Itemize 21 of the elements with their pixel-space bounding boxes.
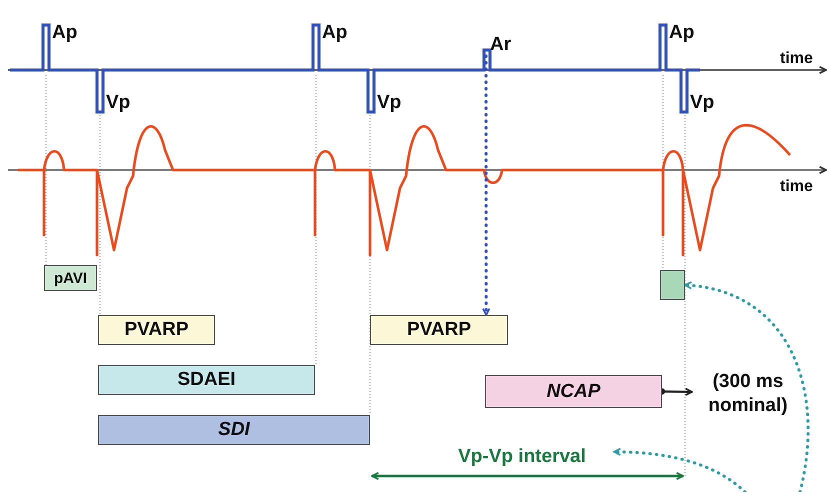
interval-bar bbox=[660, 270, 685, 300]
pulse-label: Ap bbox=[322, 22, 348, 44]
axis-label: time bbox=[780, 49, 813, 69]
pulse-label: Vp bbox=[377, 92, 402, 114]
dotted-arrow bbox=[612, 448, 746, 492]
interval-bar: NCAP bbox=[485, 375, 662, 408]
interval-label: Vp-Vp interval bbox=[430, 444, 614, 470]
annotation-text: (300 ms nominal) bbox=[692, 368, 804, 420]
event-label: Ar bbox=[480, 34, 520, 56]
dotted-arrow bbox=[482, 54, 490, 316]
pulse-label: Ap bbox=[52, 22, 78, 44]
interval-bar: SDI bbox=[98, 415, 370, 445]
interval-bar: PVARP bbox=[98, 315, 215, 345]
interval-bar: PVARP bbox=[370, 315, 508, 345]
pulse-label: Vp bbox=[106, 92, 130, 114]
interval-bar: pAVI bbox=[44, 265, 97, 291]
pulse-label: Vp bbox=[690, 92, 714, 114]
axis-label: time bbox=[780, 177, 813, 197]
interval-bar: SDAEI bbox=[98, 365, 315, 395]
dotted-arrow bbox=[684, 282, 810, 492]
pulse-label: Ap bbox=[669, 22, 694, 44]
